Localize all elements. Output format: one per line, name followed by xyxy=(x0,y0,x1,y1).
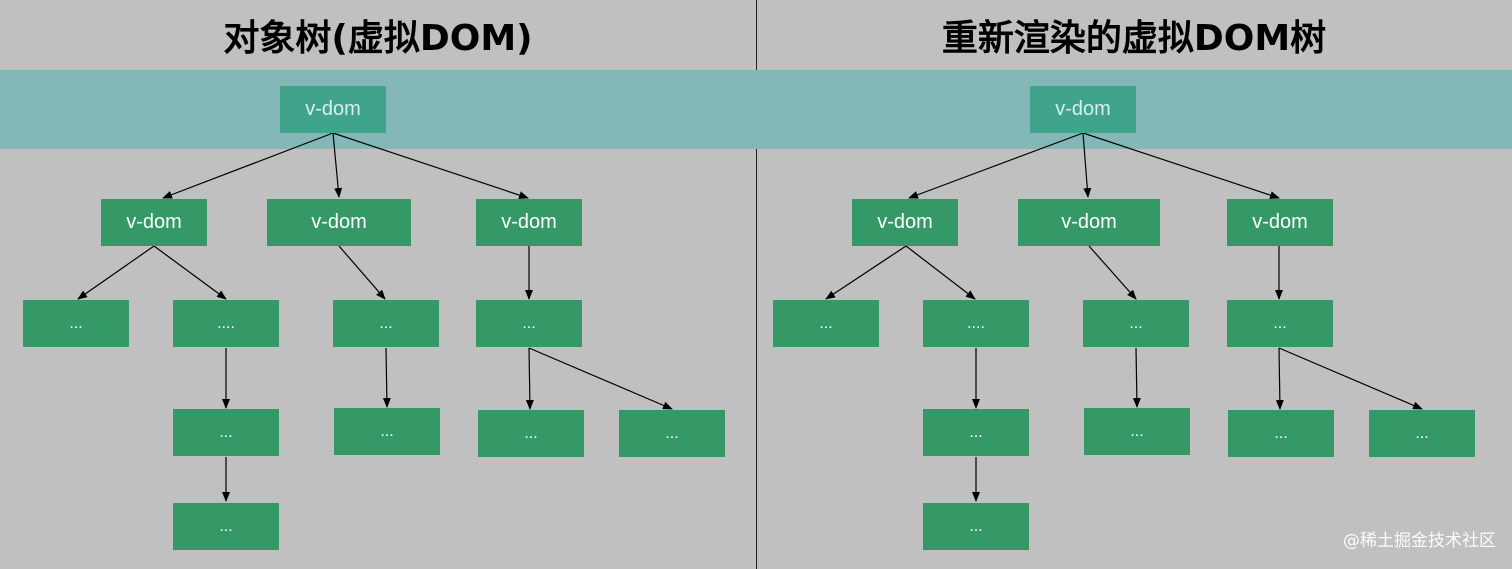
panel-divider xyxy=(756,0,757,569)
edge-c1-c1b xyxy=(528,347,673,410)
edge-b1-b1c xyxy=(382,347,391,408)
panel-left: 对象树(虚拟DOM) v-dom v-dom v-dom v-dom ... .… xyxy=(0,18,756,550)
node-a1: ... xyxy=(23,300,129,347)
edge-a-a2 xyxy=(905,245,976,300)
node-a2c: ... xyxy=(173,409,279,456)
panel-title: 重新渲染的虚拟DOM树 xyxy=(941,18,1327,59)
edge-root-a xyxy=(162,132,334,199)
node-a: v-dom xyxy=(101,199,207,246)
edge-root-a xyxy=(908,132,1084,199)
node-b: v-dom xyxy=(1018,199,1160,246)
edges-layer xyxy=(825,132,1423,502)
node-c1: ... xyxy=(476,300,582,347)
watermark: @稀土掘金技术社区 xyxy=(1343,531,1496,551)
node-a: v-dom xyxy=(852,199,958,246)
node-c: v-dom xyxy=(476,199,582,246)
node-b1: ... xyxy=(1083,300,1189,347)
panel-right: 重新渲染的虚拟DOM树 v-dom v-dom v-dom v-dom ... … xyxy=(756,0,1512,569)
node-root: v-dom xyxy=(280,86,386,133)
node-b: v-dom xyxy=(267,199,411,246)
edge-b-b1 xyxy=(338,245,386,300)
node-a2c: ... xyxy=(923,409,1029,456)
node-root: v-dom xyxy=(1030,86,1136,133)
edge-root-b xyxy=(1082,132,1092,198)
node-c1a: ... xyxy=(478,410,584,457)
node-b1c: ... xyxy=(1084,408,1190,455)
edge-b1-b1c xyxy=(1132,347,1141,408)
edge-a-a1 xyxy=(825,245,907,300)
node-a2: .... xyxy=(173,300,279,347)
node-c1b: ... xyxy=(1369,410,1475,457)
edge-c1-c1b xyxy=(1278,347,1423,410)
node-a1: ... xyxy=(773,300,879,347)
edge-c1-c1a xyxy=(1275,347,1284,410)
edge-a-a1 xyxy=(77,245,155,300)
edge-root-c xyxy=(332,132,529,199)
node-c1: ... xyxy=(1227,300,1333,347)
node-a2cc: ... xyxy=(923,503,1029,550)
node-c1a: ... xyxy=(1228,410,1334,457)
node-b1c: ... xyxy=(334,408,440,455)
node-a2: .... xyxy=(923,300,1029,347)
node-c1b: ... xyxy=(619,410,725,457)
panel-title: 对象树(虚拟DOM) xyxy=(223,18,533,59)
edge-root-c xyxy=(1082,132,1280,199)
node-a2cc: ... xyxy=(173,503,279,550)
edge-c1-c1a xyxy=(525,347,534,410)
edge-root-b xyxy=(332,132,343,198)
node-c: v-dom xyxy=(1227,199,1333,246)
node-b1: ... xyxy=(333,300,439,347)
edges-layer xyxy=(77,132,673,502)
edge-a-a2 xyxy=(153,245,227,300)
edge-b-b1 xyxy=(1088,245,1137,300)
